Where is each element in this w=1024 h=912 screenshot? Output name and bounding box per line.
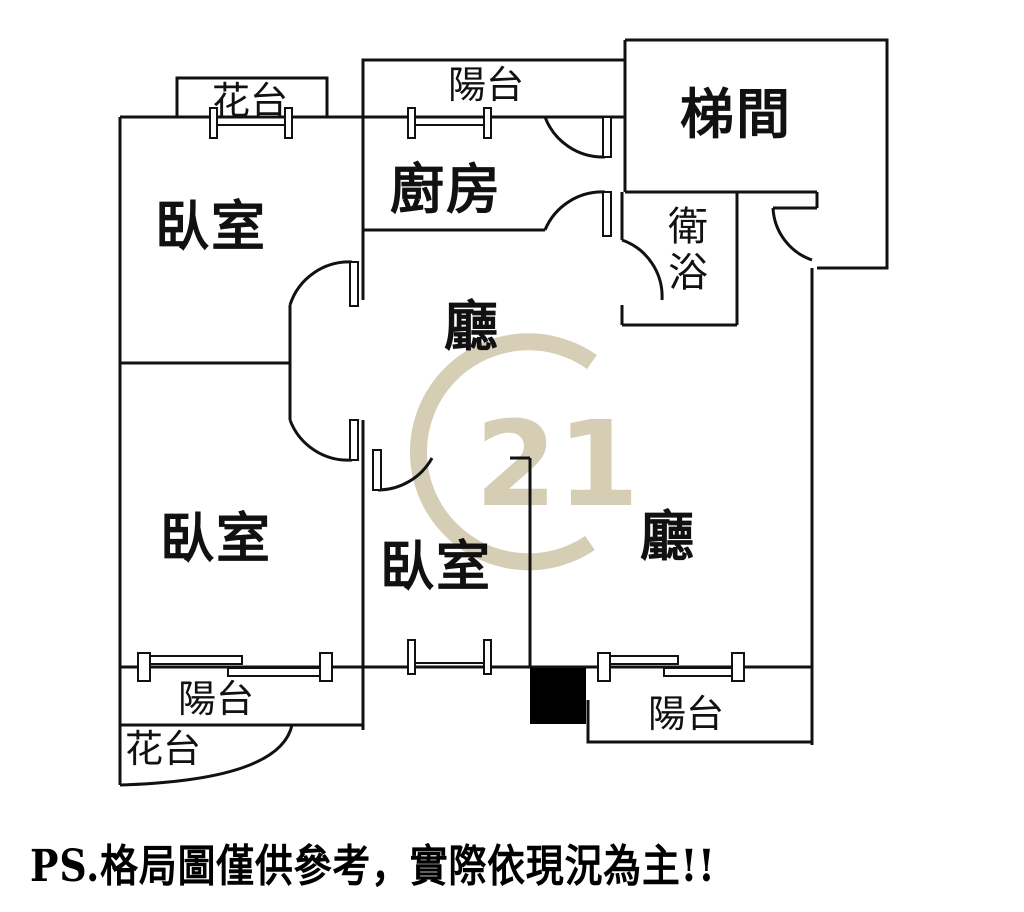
century21-watermark-icon: 21 [410,333,639,571]
room-label-living-lower: 廳 [640,505,696,568]
room-label-planter-top: 花台 [212,79,289,123]
room-label-planter-sw: 花台 [125,727,202,771]
room-label-kitchen: 廚房 [390,158,502,221]
room-label-bathroom: 衛浴 [661,205,707,297]
windows [137,107,745,682]
room-label-bedroom-sw: 臥室 [160,507,272,570]
room-label-living-upper: 廳 [444,295,500,358]
room-label-stairwell: 梯間 [680,83,792,146]
svg-text:21: 21 [475,395,639,533]
room-label-bedroom-nw: 臥室 [155,195,267,258]
room-label-balcony-se: 陽台 [648,692,725,736]
room-label-balcony-sw: 陽台 [178,677,255,721]
room-label-balcony-top: 陽台 [448,63,525,107]
room-label-bedroom-center: 臥室 [380,535,492,598]
doors [349,116,612,491]
disclaimer-text: PS.格局圖僅供參考，實際依現況為主!! [30,841,716,892]
structural-column [530,668,586,724]
